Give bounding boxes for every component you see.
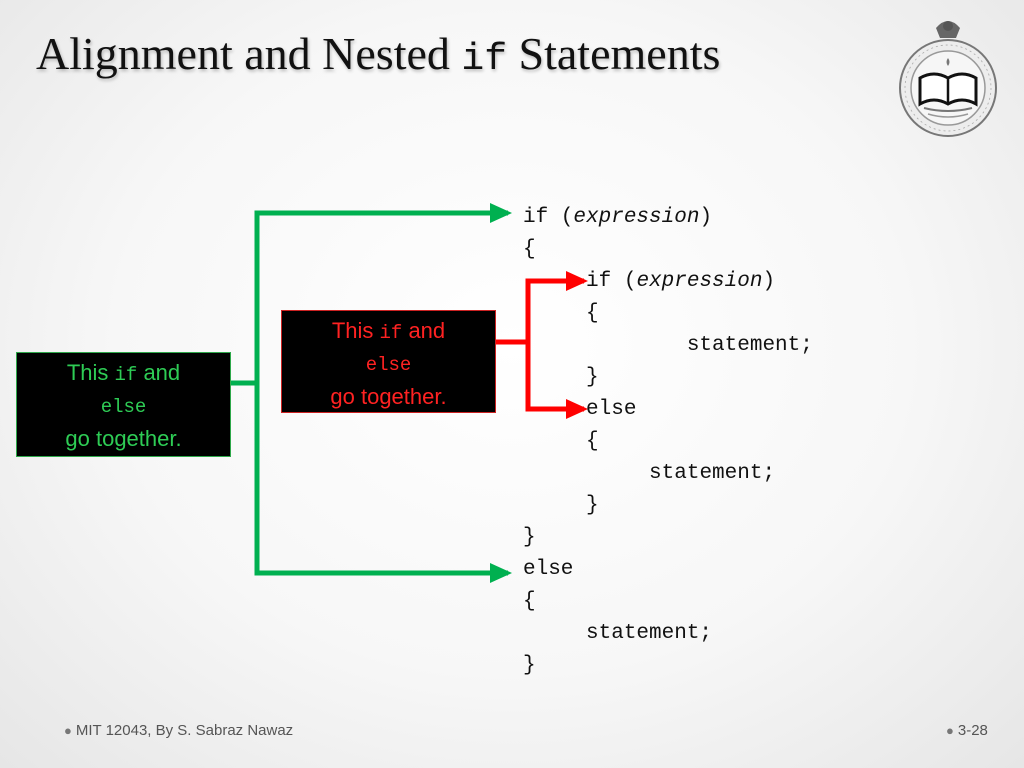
bullet-icon: ●	[946, 723, 954, 738]
outer-bracket	[254, 210, 508, 576]
inner-arrowhead-else	[566, 399, 588, 419]
inner-if-else-note: This if and else go together.	[281, 310, 496, 413]
slide-title: Alignment and Nested if Statements	[36, 28, 721, 81]
inner-pair-connector	[496, 278, 584, 412]
code-block: if (expression) { if (expression) { stat…	[523, 206, 813, 677]
outer-if-else-note: This if and else go together.	[16, 352, 231, 457]
bullet-icon: ●	[64, 723, 72, 738]
outer-arrowhead-if	[490, 203, 512, 223]
outer-arrowhead-else	[490, 563, 512, 583]
inner-bracket	[525, 278, 584, 412]
title-if-keyword: if	[461, 38, 508, 81]
inner-arrowhead-if	[566, 271, 588, 291]
university-seal-icon	[899, 21, 997, 137]
slide-number: ●3-28	[946, 722, 988, 739]
footer-author: ●MIT 12043, By S. Sabraz Nawaz	[64, 722, 294, 739]
outer-pair-connector	[231, 210, 508, 576]
